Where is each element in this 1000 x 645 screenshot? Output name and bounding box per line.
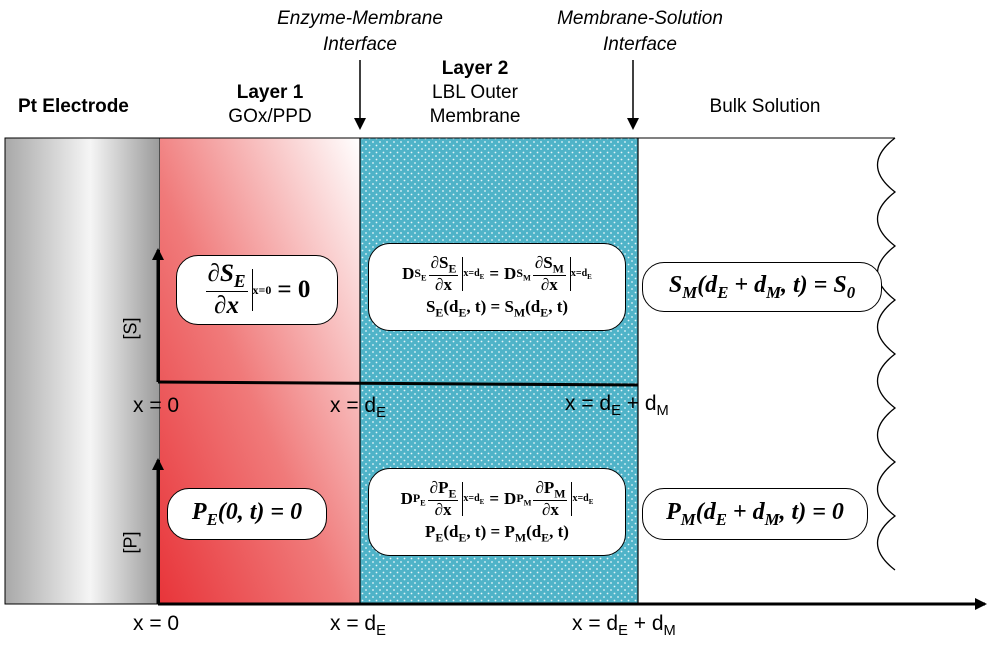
p-xdEdM-label: x = dE + dM [572, 612, 676, 640]
enzyme-membrane-label-1: Enzyme-Membrane [277, 8, 443, 29]
p-axis-label: [P] [120, 531, 141, 554]
electrode-label: Pt Electrode [18, 96, 129, 117]
enzyme-membrane-label-2: Interface [323, 34, 397, 55]
membrane-solution-label-1: Membrane-Solution [557, 8, 723, 29]
p-left-boundary-box: PE(0, t) = 0 [167, 488, 327, 540]
electrode-region [4, 137, 161, 605]
s-x-axis [157, 380, 639, 387]
s-bulk-boundary-box: SM(dE + dM, t) = S0 [642, 262, 882, 312]
p-bulk-boundary-box: PM(dE + dM, t) = 0 [642, 488, 868, 540]
layer2-subtitle-2: Membrane [429, 106, 521, 127]
layer1-subtitle: GOx/PPD [228, 106, 312, 127]
s-axis-label: [S] [120, 317, 141, 340]
layer2-subtitle-1: LBL Outer [432, 82, 518, 103]
bulk-wavy-boundary [877, 137, 897, 571]
s-xdE-label: x = dE [330, 394, 386, 422]
s-xdEdM-label: x = dE + dM [565, 392, 669, 420]
p-xdE-label: x = dE [330, 612, 386, 640]
bulk-solution-label: Bulk Solution [709, 96, 821, 117]
layer1-title: Layer 1 [236, 82, 304, 103]
layer2-title: Layer 2 [441, 58, 509, 79]
s-x0-label: x = 0 [133, 394, 180, 417]
membrane-solution-label-2: Interface [603, 34, 677, 55]
p-x0-label: x = 0 [133, 612, 180, 635]
